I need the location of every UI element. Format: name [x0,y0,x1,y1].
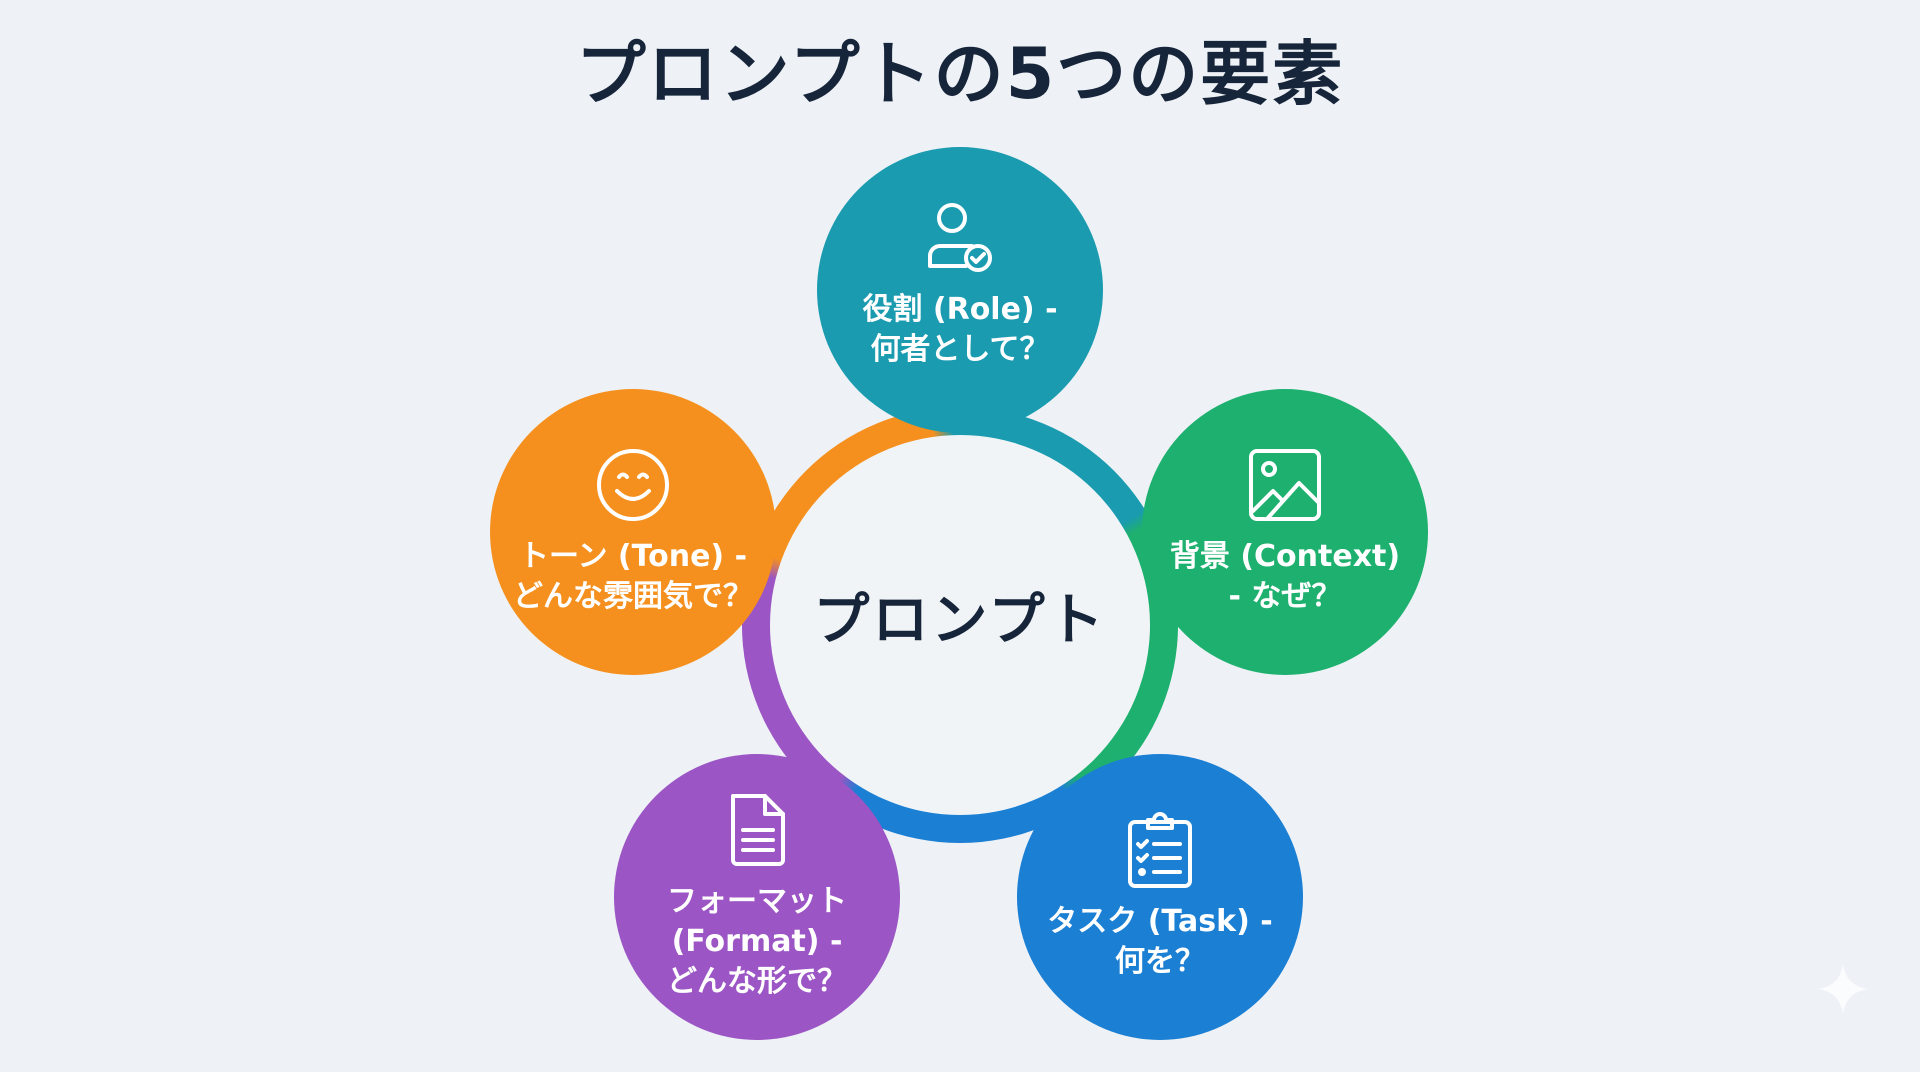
center-circle: プロンプト [770,435,1150,815]
element-context: 背景 (Context) - なぜ？ [1142,389,1428,675]
element-tone-label: トーン (Tone) - どんな雰囲気で？ [513,539,753,614]
user-check-icon [922,200,998,276]
element-format: フォーマット (Format) - どんな形で？ [614,754,900,1040]
clipboard-checklist-icon [1122,812,1198,888]
element-task: タスク (Task) - 何を？ [1017,754,1303,1040]
element-task-label: タスク (Task) - 何を？ [1047,904,1273,979]
page-title: プロンプトの5つの要素 [575,33,1345,115]
center-label: プロンプト [813,587,1107,653]
document-icon [719,792,795,868]
element-role-label: 役割 (Role) - 何者として？ [862,292,1058,367]
element-role: 役割 (Role) - 何者として？ [817,147,1103,433]
element-format-label: フォーマット (Format) - どんな形で？ [667,884,847,999]
smiley-icon [595,447,671,523]
element-tone: トーン (Tone) - どんな雰囲気で？ [490,389,776,675]
sparkle-icon [1816,962,1870,1016]
element-context-label: 背景 (Context) - なぜ？ [1169,539,1401,614]
image-icon [1247,447,1323,523]
